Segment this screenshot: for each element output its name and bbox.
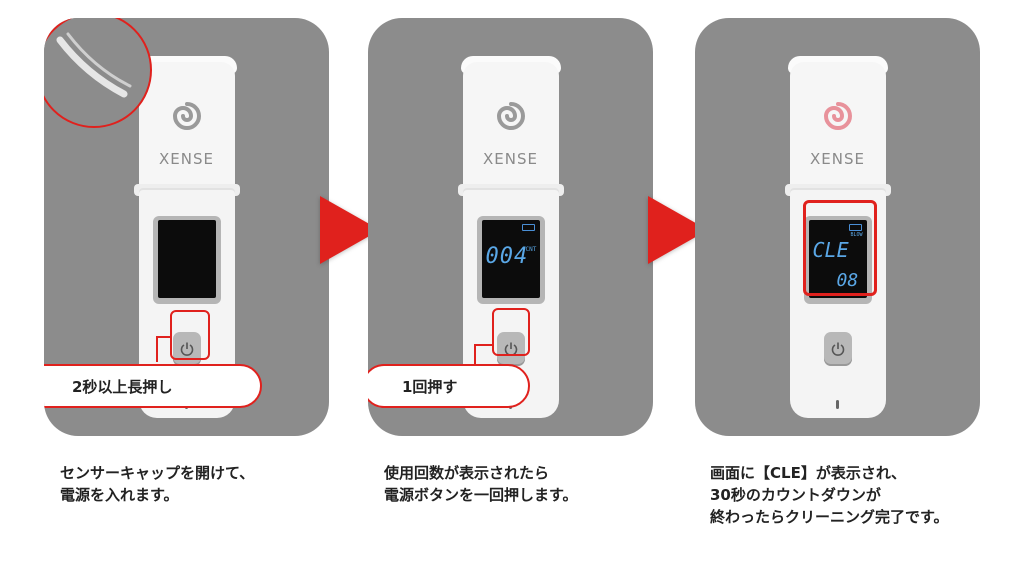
- power-icon: [831, 342, 844, 356]
- status-led: [835, 400, 839, 409]
- cap-open-callout: [44, 18, 152, 128]
- open-cap-strap-icon: [56, 32, 132, 98]
- step-3-panel: XENSE BLOW CLE 08: [695, 18, 980, 436]
- press-instruction-badge: 2秒以上長押し: [44, 364, 262, 408]
- spiral-logo-icon: [823, 102, 852, 130]
- step-2-panel: XENSE 004 CNT 1回押す: [368, 18, 653, 436]
- display-screen: BLOW CLE 08: [808, 220, 867, 298]
- step-1-panel: XENSE 2秒以上長押し: [44, 18, 329, 436]
- breathalyzer-device: XENSE BLOW CLE 08: [784, 18, 891, 436]
- battery-icon: [521, 224, 535, 231]
- step-1-caption: センサーキャップを開けて、 電源を入れます。: [60, 464, 255, 504]
- display-frame: 004 CNT: [476, 216, 545, 304]
- blow-indicator: BLOW: [850, 232, 863, 238]
- step-3-caption: 画面に【CLE】が表示され、 30秒のカウントダウンが 終わったらクリーニング完…: [710, 464, 949, 526]
- display-screen: 004 CNT: [481, 220, 540, 298]
- display-frame: BLOW CLE 08: [803, 216, 872, 304]
- power-button[interactable]: [496, 332, 525, 366]
- battery-icon: [848, 224, 862, 231]
- spiral-logo-icon: [496, 102, 525, 130]
- display-frame: [152, 216, 221, 304]
- step-2-caption: 使用回数が表示されたら 電源ボタンを一回押します。: [384, 464, 578, 504]
- brand-label: XENSE: [483, 150, 538, 168]
- countdown-readout: 08: [836, 270, 859, 291]
- brand-label: XENSE: [810, 150, 865, 168]
- display-screen: [157, 220, 216, 298]
- spiral-logo-icon: [172, 102, 201, 130]
- count-unit-label: CNT: [525, 246, 537, 253]
- power-button[interactable]: [823, 332, 852, 366]
- power-button-highlight: [170, 310, 210, 360]
- power-button-highlight: [492, 308, 530, 356]
- usage-count-readout: 004: [485, 244, 529, 269]
- display-highlight: [803, 200, 877, 296]
- mode-readout: CLE: [812, 238, 849, 262]
- press-instruction-badge: 1回押す: [368, 364, 530, 408]
- power-button[interactable]: [172, 332, 201, 366]
- power-icon: [180, 342, 193, 356]
- brand-label: XENSE: [159, 150, 214, 168]
